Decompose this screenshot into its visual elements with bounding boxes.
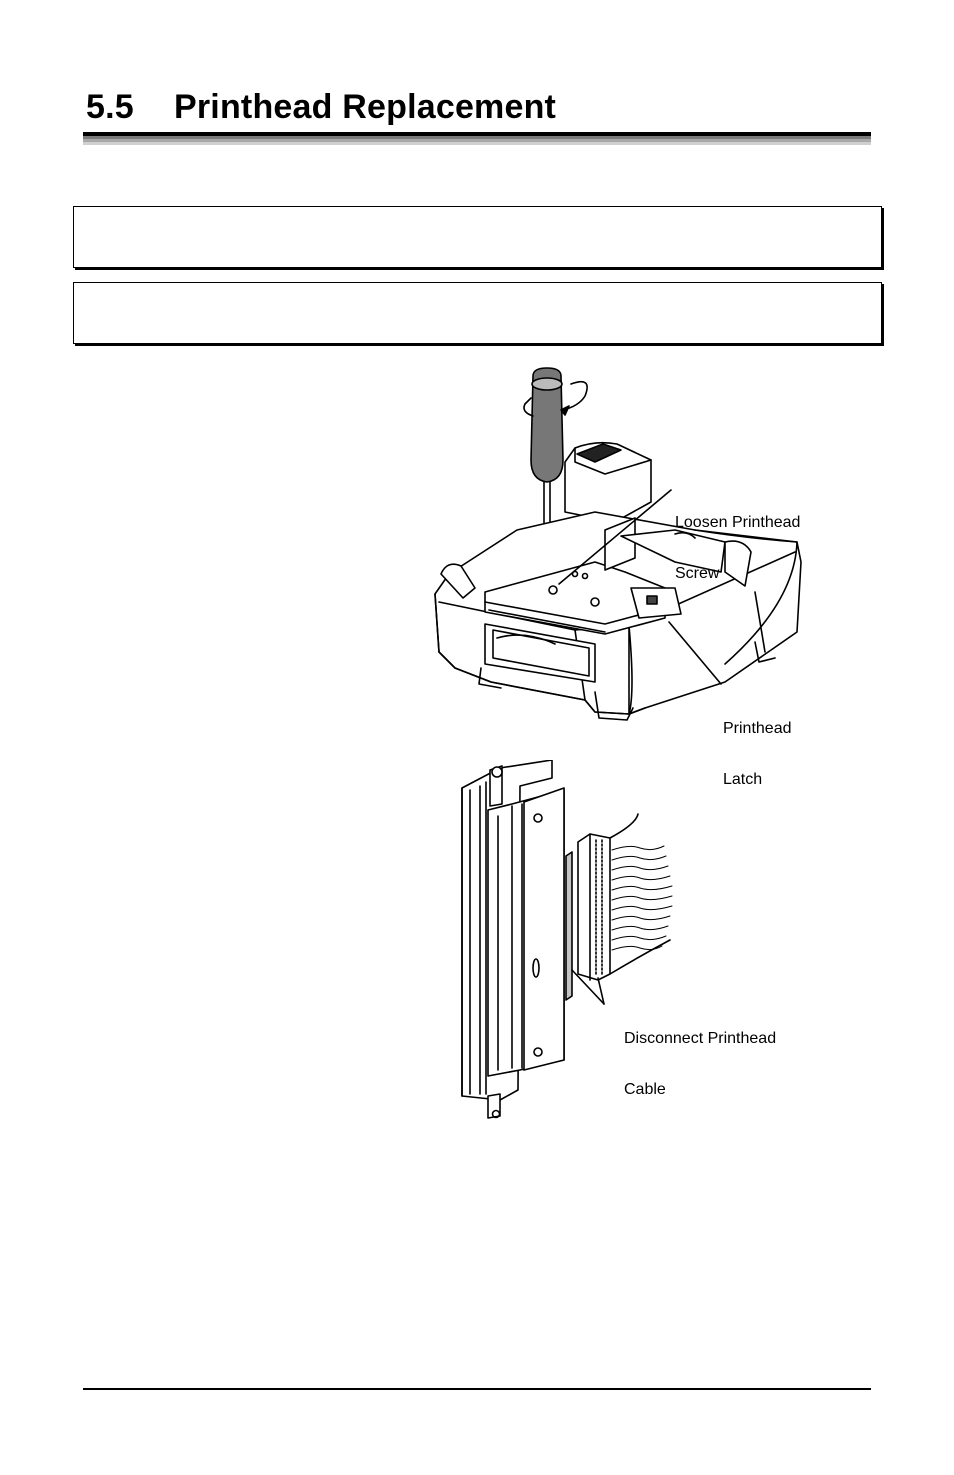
heading-rule — [83, 132, 871, 145]
label-printhead-latch: Printhead Latch — [723, 686, 792, 822]
label-disconnect-cable-line2: Cable — [624, 1081, 666, 1098]
label-loosen-screw: Loosen Printhead Screw — [675, 480, 800, 616]
printhead-cable-illustration — [461, 759, 673, 1119]
printer-figure: Loosen Printhead Screw Printhead Latch — [425, 362, 825, 788]
label-printhead-latch-line1: Printhead — [723, 720, 792, 737]
printer-illustration — [434, 367, 802, 721]
section-heading: 5.5 Printhead Replacement — [86, 88, 556, 127]
footer-rule — [83, 1388, 871, 1390]
section-title: Printhead Replacement — [174, 88, 557, 126]
label-disconnect-cable-line1: Disconnect Printhead — [624, 1030, 777, 1047]
label-loosen-screw-line2: Screw — [675, 565, 720, 582]
label-disconnect-cable: Disconnect Printhead Cable — [624, 996, 776, 1132]
printhead-cable-figure: Disconnect Printhead Cable — [440, 759, 820, 1122]
label-printhead-latch-line2: Latch — [723, 771, 763, 788]
label-loosen-screw-line1: Loosen Printhead — [675, 514, 801, 531]
section-number: 5.5 — [86, 88, 134, 126]
notice-box-2 — [73, 282, 882, 344]
notice-box-1 — [73, 206, 882, 268]
